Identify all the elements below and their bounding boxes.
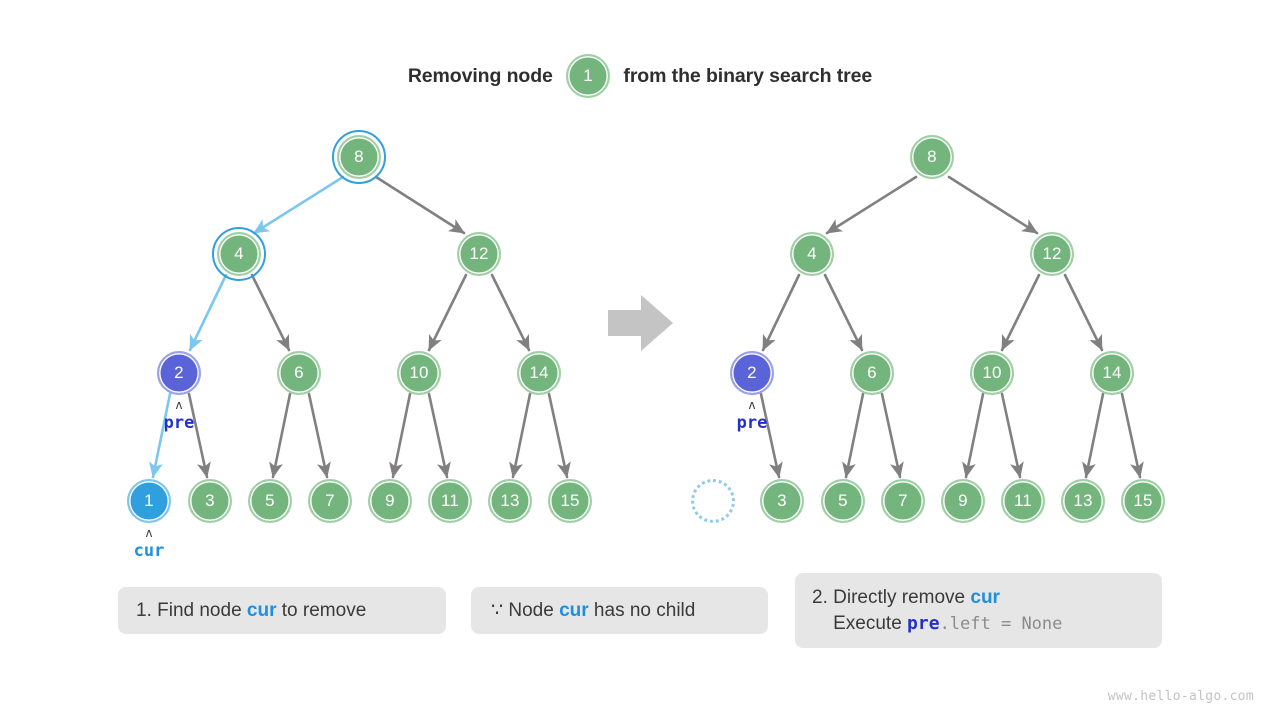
tree-node-8: 8 <box>332 130 386 184</box>
caption-3-code-pre: pre <box>907 612 940 634</box>
tree-node-removed-placeholder <box>691 479 735 523</box>
title-text-after: from the binary search tree <box>618 64 873 87</box>
caption-1-code-cur: cur <box>246 599 277 621</box>
caption-2-code-cur: cur <box>559 599 589 621</box>
edge-right-8-4 <box>825 175 918 235</box>
tree-node-13: 13 <box>1061 479 1105 523</box>
title-sample-node: 1 <box>566 54 611 98</box>
caption-step-2-line-1: 2. Directly remove cur <box>812 585 1162 611</box>
caption-step-1: 1. Find node cur to remove <box>118 587 446 634</box>
edge-left-4-2 <box>188 273 228 352</box>
tree-node-7: 7 <box>308 479 352 523</box>
caret-icon: ʌ <box>175 398 183 412</box>
tree-node-2: 2 <box>157 351 201 395</box>
tree-node-8: 8 <box>910 135 954 179</box>
caption-1-prefix: 1. Find node <box>136 599 247 621</box>
tree-node-7: 7 <box>881 479 925 523</box>
tree-node-12: 12 <box>1030 232 1074 276</box>
tree-node-4: 4 <box>212 227 266 281</box>
caption-3-code-cur: cur <box>970 586 1000 608</box>
caption-reason-line: ∵ Node cur has no child <box>491 598 768 624</box>
caption-2-suffix: has no child <box>588 599 696 621</box>
edge-left-6-7 <box>307 392 331 479</box>
edge-left-14-13 <box>509 392 532 479</box>
page-title: Removing node 1 from the binary search t… <box>0 54 1280 98</box>
edge-left-4-6 <box>250 273 291 352</box>
tree-node-4: 4 <box>790 232 834 276</box>
edge-right-10-11 <box>1000 392 1024 479</box>
tree-node-10: 10 <box>397 351 441 395</box>
tree-node-5: 5 <box>248 479 292 523</box>
edge-right-8-12 <box>947 175 1039 235</box>
pointer-label-text: cur <box>133 541 165 561</box>
tree-node-11: 11 <box>1001 479 1045 523</box>
tree-node-9: 9 <box>368 479 412 523</box>
pointer-label-text: pre <box>163 413 195 433</box>
edge-right-6-7 <box>880 392 904 479</box>
tree-node-14: 14 <box>1090 351 1134 395</box>
edge-left-14-15 <box>547 392 571 479</box>
title-text-before: Removing node <box>407 64 559 87</box>
tree-node-15: 15 <box>1121 479 1165 523</box>
tree-node-3: 3 <box>188 479 232 523</box>
edge-right-4-6 <box>823 273 864 352</box>
tree-node-3: 3 <box>760 479 804 523</box>
edge-right-4-2 <box>761 273 801 352</box>
tree-node-6: 6 <box>850 351 894 395</box>
tree-node-2: 2 <box>730 351 774 395</box>
edge-right-10-9 <box>962 392 985 479</box>
pointer-label-text: pre <box>736 413 768 433</box>
tree-node-5: 5 <box>821 479 865 523</box>
tree-node-9: 9 <box>941 479 985 523</box>
tree-node-11: 11 <box>428 479 472 523</box>
transition-arrow-icon <box>608 295 673 351</box>
edge-right-6-5 <box>842 392 865 479</box>
caption-step-2-line-2: Execute pre.left = None <box>812 611 1162 637</box>
title-node-circle: 1 <box>566 54 611 98</box>
watermark: www.hello-algo.com <box>1107 689 1254 704</box>
edge-left-12-10 <box>427 273 468 352</box>
tree-node-10: 10 <box>970 351 1014 395</box>
edge-right-14-13 <box>1082 392 1105 479</box>
edge-left-8-12 <box>374 175 466 235</box>
tree-node-13: 13 <box>488 479 532 523</box>
edge-right-14-15 <box>1120 392 1144 479</box>
edge-right-12-10 <box>1000 273 1041 352</box>
caption-2-prefix: ∵ Node <box>491 599 560 621</box>
tree-node-6: 6 <box>277 351 321 395</box>
edge-left-6-5 <box>269 392 292 479</box>
caption-1-suffix: to remove <box>276 599 367 621</box>
caption-3-line2-suffix: .left = None <box>939 613 1063 634</box>
caret-icon: ʌ <box>748 398 756 412</box>
caption-step-1-line: 1. Find node cur to remove <box>136 598 446 624</box>
caret-icon: ʌ <box>145 526 153 540</box>
edge-left-8-4 <box>252 175 345 235</box>
edge-left-12-14 <box>490 273 531 352</box>
edge-left-10-9 <box>389 392 412 479</box>
tree-node-1: 1 <box>127 479 171 523</box>
edge-right-12-14 <box>1063 273 1104 352</box>
caption-reason: ∵ Node cur has no child <box>471 587 768 634</box>
edge-left-10-11 <box>427 392 451 479</box>
tree-node-12: 12 <box>457 232 501 276</box>
caption-step-2: 2. Directly remove cur Execute pre.left … <box>795 573 1162 648</box>
caption-3-line2-prefix: Execute <box>812 612 908 634</box>
caption-3-line1-prefix: 2. Directly remove <box>812 586 971 608</box>
tree-node-15: 15 <box>548 479 592 523</box>
tree-node-14: 14 <box>517 351 561 395</box>
